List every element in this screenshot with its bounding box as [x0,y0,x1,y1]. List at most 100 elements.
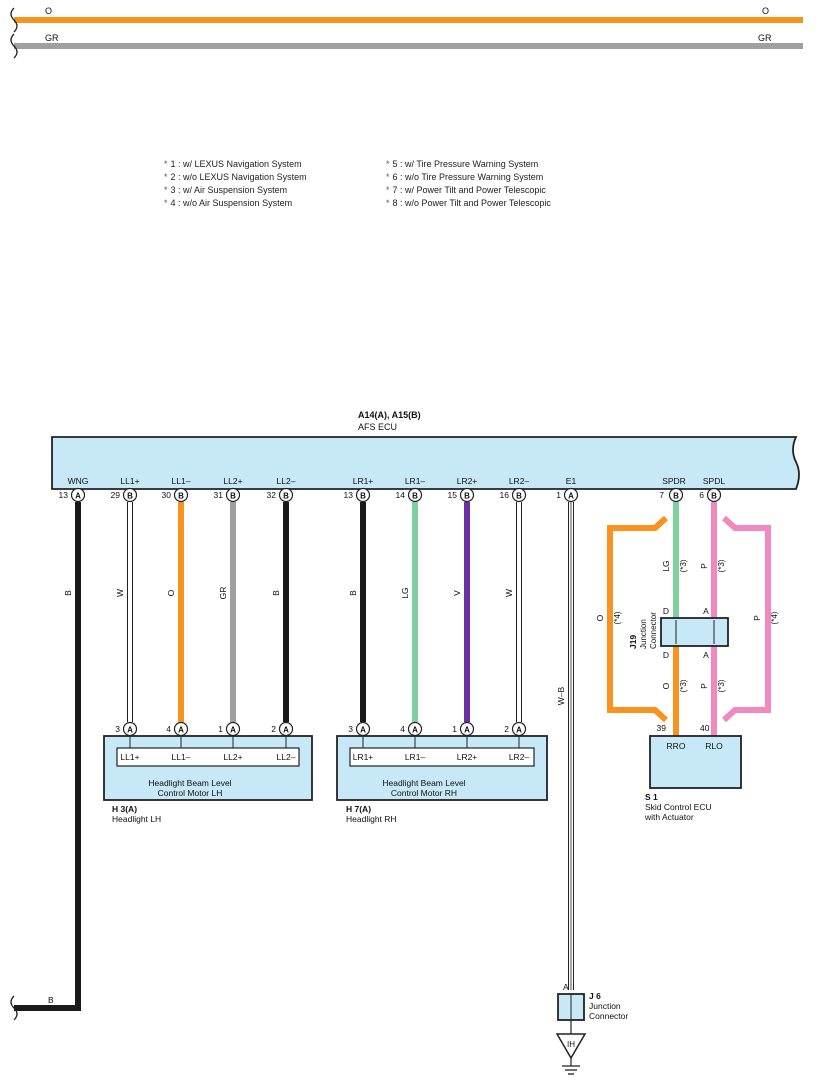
svg-text:15: 15 [448,490,458,500]
wire-label: LG [400,587,410,598]
rh-code: H 7(A) [346,804,371,814]
svg-text:A: A [360,726,366,735]
ecu-pin: 14 B [396,487,423,503]
skid-name-1: Skid Control ECU [645,802,712,812]
ecu-code: A14(A), A15(B) [358,410,421,420]
wire-label-o-low: O [661,682,671,689]
wire-note: (*3) [717,559,726,572]
skid-code: S 1 [645,792,658,802]
skid-pin-num: 39 [657,723,667,733]
note-7: *7 : w/ Power Tilt and Power Telescopic [386,185,546,195]
svg-text:B: B [178,492,184,501]
rh-inner-title-2: Control Motor RH [391,788,457,798]
ground-icon: IH [555,1033,587,1075]
notes-left: *1 : w/ LEXUS Navigation System *2 : w/o… [164,158,307,210]
wire-label: W [115,589,125,597]
svg-text:A: A [178,726,184,735]
rh-inner-title-1: Headlight Beam Level [382,778,465,788]
headlight-rh: LR1+ LR1– LR2+ LR2– Headlight Beam Level… [336,735,548,824]
svg-text:B: B [412,492,418,501]
j19-pin-left-bottom: D [663,650,669,660]
svg-text:A: A [230,726,236,735]
ecu-pin-name: E1 [566,476,577,486]
svg-text:A: A [464,726,470,735]
note-1: *1 : w/ LEXUS Navigation System [164,159,302,169]
ecu-pin-name: LL1+ [120,476,139,486]
svg-text:B: B [360,492,366,501]
note-6: *6 : w/o Tire Pressure Warning System [386,172,544,182]
j6-name-1: Junction [589,1001,621,1011]
j6-name-2: Connector [589,1011,628,1021]
wire-note: (*4) [770,611,779,624]
wire-o-bypass [607,515,669,723]
ecu-pin: 15 B [448,487,475,503]
wire-note: (*3) [679,679,688,692]
wire-label: O [166,589,176,596]
ecu-pin-name: LL2+ [223,476,242,486]
top-wire-orange: O O [10,6,803,33]
lh-code: H 3(A) [112,804,137,814]
wire-note: (*3) [679,559,688,572]
ecu-pin-name: LL1– [172,476,191,486]
svg-text:32: 32 [267,490,277,500]
svg-text:B: B [516,492,522,501]
wire-label: B [63,590,73,596]
note-5: *5 : w/ Tire Pressure Warning System [386,159,539,169]
wire-label: B [271,590,281,596]
wire-label: W [504,589,514,597]
lh-pin-label: LL2+ [223,752,242,762]
top-wire-orange-label-left: O [45,6,52,16]
svg-text:6: 6 [699,490,704,500]
svg-text:14: 14 [396,490,406,500]
svg-text:4: 4 [400,724,405,734]
wire-label-lg: LG [661,560,671,571]
j6-code: J 6 [589,991,601,1001]
note-8: *8 : w/o Power Tilt and Power Telescopic [386,198,551,208]
top-wire-orange-label-right: O [762,6,769,16]
wire-label-o: O [595,614,605,621]
svg-text:1: 1 [556,490,561,500]
svg-text:B: B [464,492,470,501]
wire-label: B [348,590,358,596]
svg-text:16: 16 [500,490,510,500]
lh-pin-label: LL1– [172,752,191,762]
junction-j6: A J 6 Junction Connector [557,982,628,1034]
wire-note: (*3) [717,679,726,692]
rh-pin-label: LR2– [509,752,530,762]
wire-label-b-bottom: B [48,995,54,1005]
svg-text:B: B [673,492,679,501]
rh-pin-label: LR1– [405,752,426,762]
wire-label-wb: W–B [556,686,566,705]
svg-text:13: 13 [344,490,354,500]
svg-text:A: A [127,726,133,735]
skid-pin-label: RLO [705,741,723,751]
ecu-pin-name: WNG [68,476,89,486]
ecu-pin-name: LR1+ [353,476,374,486]
svg-text:A: A [412,726,418,735]
ecu-pin: 13 B [344,487,371,503]
lh-inner-title-1: Headlight Beam Level [148,778,231,788]
wire-p-bypass [721,515,771,723]
wire-note: (*4) [613,611,622,624]
rh-pin-label: LR1+ [353,752,374,762]
j19-code: J19 [628,635,638,649]
ecu-pin-name: LL2– [277,476,296,486]
ecu-pin-name: SPDR [662,476,686,486]
skid-name-2: with Actuator [644,812,694,822]
svg-text:13: 13 [59,490,69,500]
top-wire-gray: GR GR [10,33,803,59]
skid-pin-num: 40 [700,723,710,733]
svg-text:7: 7 [659,490,664,500]
